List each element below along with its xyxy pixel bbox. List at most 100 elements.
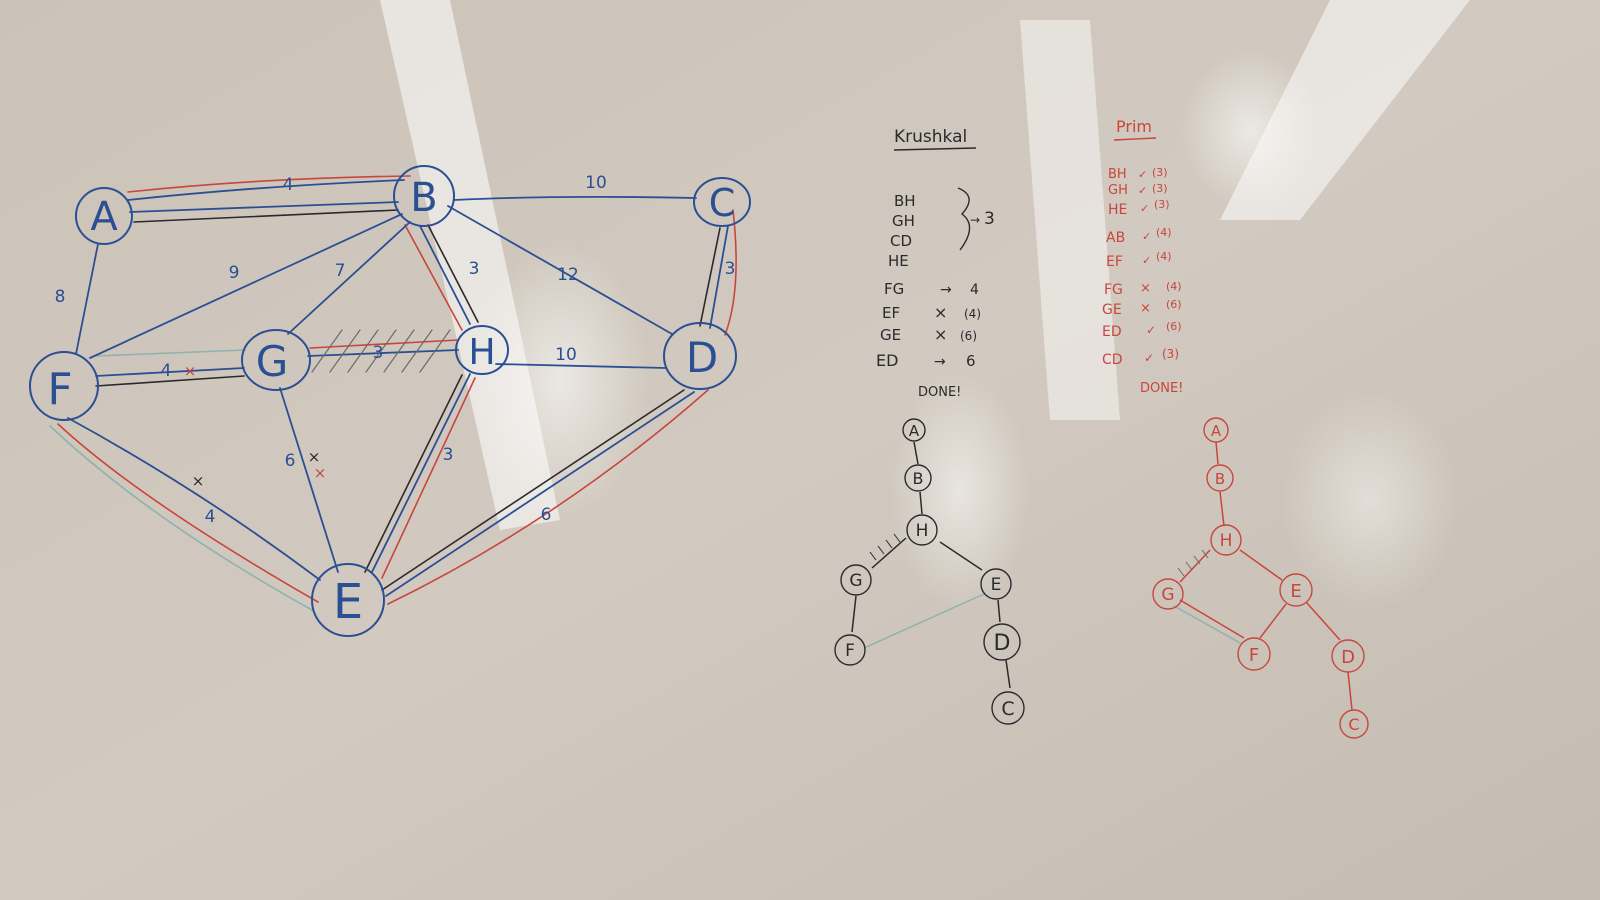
ktree-node-e: E <box>980 568 1012 600</box>
highlight-cd <box>724 209 737 336</box>
black-he <box>364 374 463 573</box>
edge-ab-upper <box>127 179 405 201</box>
node-h: H <box>455 325 509 375</box>
prim-title: Prim <box>1116 117 1152 136</box>
kruskal-row: GE × (6) <box>880 325 977 344</box>
black-ed <box>381 389 685 591</box>
prim-row-weight: (3) <box>1154 198 1170 211</box>
ptree-hatch <box>1177 549 1209 577</box>
weight-af: 8 <box>55 287 66 307</box>
ktree-node-a-label: A <box>909 422 920 440</box>
ptree-edge-gf-red <box>1179 599 1245 639</box>
kruskal-row-weight: (4) <box>964 307 981 321</box>
kruskal-group-he: HE <box>888 252 909 270</box>
node-b-circle <box>393 165 455 227</box>
graph-nodes: A B C D E F G H <box>29 165 751 637</box>
kruskal-row-edge: FG <box>884 280 904 298</box>
prim-row: HE ✓ (3) <box>1108 198 1170 218</box>
ktree-hatch-stroke <box>877 545 885 555</box>
kruskal-title-underline <box>893 147 977 151</box>
main-graph <box>49 175 737 611</box>
node-a-label: A <box>90 194 118 240</box>
prim-row: CD ✓ (3) <box>1102 347 1179 368</box>
prim-row-mark: ✓ <box>1138 168 1147 181</box>
hatch-stroke <box>329 329 361 373</box>
edge-ed <box>385 391 695 597</box>
node-f: F <box>29 351 99 421</box>
prim-row: EF ✓ (4) <box>1106 250 1172 270</box>
node-b-label: B <box>410 175 437 221</box>
edge-he <box>371 373 471 573</box>
node-f-label: F <box>47 364 72 415</box>
ktree-node-b-circle <box>904 464 932 492</box>
prim-row-edge: ED <box>1102 324 1122 340</box>
highlight-bh <box>404 224 463 331</box>
ktree-node-h-circle <box>906 514 938 546</box>
ktree-node-b: B <box>904 464 932 492</box>
ktree-node-h: H <box>906 514 938 546</box>
node-h-label: H <box>468 332 495 373</box>
weight-bc: 10 <box>585 173 607 193</box>
cross-mark-fg-red: × <box>184 362 197 380</box>
node-f-circle <box>29 351 99 421</box>
ktree-node-g-circle <box>840 564 872 596</box>
blue-edges <box>67 179 729 597</box>
prim-row-edge: GH <box>1108 183 1128 198</box>
weight-fb: 9 <box>229 263 240 283</box>
kruskal-row: EF × (4) <box>882 303 981 322</box>
ptree-edge-he <box>1239 549 1283 581</box>
ptree-hatch-stroke <box>1193 555 1201 565</box>
prim-row: BH ✓ (3) <box>1108 166 1168 182</box>
prim-row-weight: (3) <box>1162 347 1179 361</box>
edge-af <box>75 243 99 355</box>
prim-notes: Prim BH ✓ (3) GH ✓ (3) HE ✓ (3) AB ✓ (4)… <box>1102 117 1183 396</box>
kruskal-tree <box>851 441 1011 689</box>
prim-row-mark: ✓ <box>1146 323 1156 337</box>
prim-title-underline <box>1113 137 1157 141</box>
edge-bd <box>447 205 673 335</box>
ptree-node-c: C <box>1339 709 1369 739</box>
prim-row-mark: ✓ <box>1142 254 1151 267</box>
prim-row-edge: FG <box>1104 282 1123 298</box>
prim-row-edge: AB <box>1106 230 1125 246</box>
weight-gb: 7 <box>335 261 346 281</box>
prim-tree-nodes: A B H G E F D C <box>1152 417 1369 739</box>
edge-gh <box>307 349 459 357</box>
node-d-circle <box>663 322 737 390</box>
ktree-hatch-stroke <box>885 539 893 549</box>
prim-tree <box>1173 441 1353 711</box>
black-fg <box>95 375 245 387</box>
prim-row: GH ✓ (3) <box>1108 182 1168 198</box>
ktree-node-c: C <box>991 691 1025 725</box>
hatch-stroke <box>365 329 397 373</box>
ptree-node-f-circle <box>1237 637 1271 671</box>
ktree-node-h-label: H <box>916 521 929 541</box>
ptree-edge-ef <box>1259 603 1287 639</box>
black-ab <box>133 209 399 223</box>
ptree-node-e: E <box>1279 573 1313 607</box>
ktree-edge-hg <box>871 537 907 569</box>
node-g-circle <box>241 329 311 391</box>
black-lines <box>95 209 721 591</box>
ptree-node-b-circle <box>1206 464 1234 492</box>
edge-bh <box>419 225 471 325</box>
mst-highlight-red <box>57 175 737 605</box>
ptree-node-a-circle <box>1203 417 1229 443</box>
ptree-node-h-label: H <box>1220 531 1233 551</box>
ktree-node-a-circle <box>902 418 926 442</box>
node-d-label: D <box>686 333 718 382</box>
ptree-node-h-circle <box>1210 524 1242 556</box>
node-c-circle <box>693 177 751 227</box>
prim-row-edge: EF <box>1106 254 1123 270</box>
prim-row: GE × (6) <box>1102 298 1182 318</box>
kruskal-group-bh: BH <box>894 192 916 210</box>
prim-row-edge: BH <box>1108 167 1127 182</box>
kruskal-row-mark: → <box>940 282 952 298</box>
edge-fe <box>67 417 321 581</box>
ktree-node-e-circle <box>980 568 1012 600</box>
hatch-stroke <box>347 329 379 373</box>
ptree-node-d-circle <box>1331 639 1365 673</box>
ptree-node-g-label: G <box>1161 585 1174 605</box>
kruskal-row: FG → 4 <box>884 280 979 298</box>
